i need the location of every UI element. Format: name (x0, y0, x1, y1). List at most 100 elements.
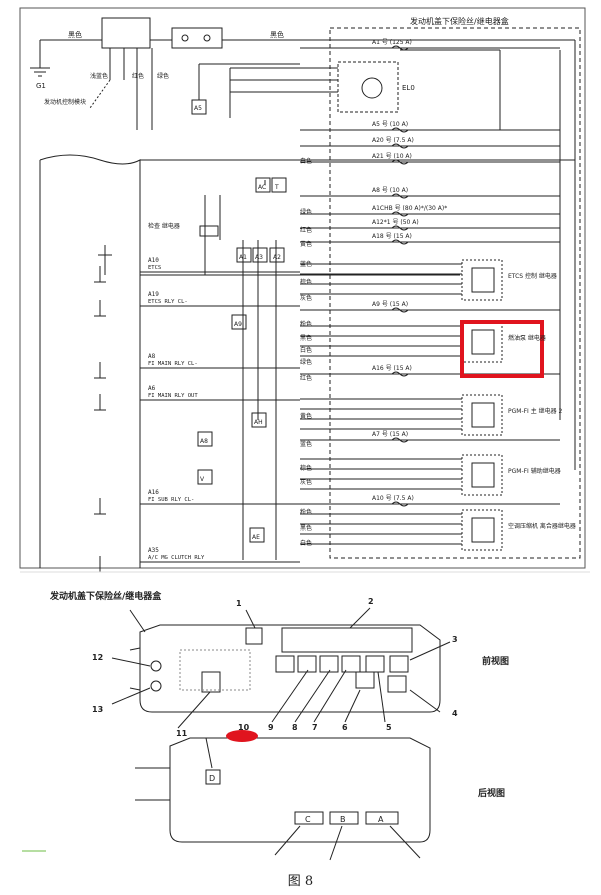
rear-conn-d: D (209, 774, 215, 783)
rear-conn-c: C (305, 815, 311, 824)
callout-number: 6 (342, 723, 348, 732)
wire-color-label: 棕色 (300, 464, 312, 472)
relay-label: PGM-FI 辅助继电器 (508, 467, 561, 475)
connector-label: A3 (255, 254, 263, 261)
callout-number: 3 (452, 635, 458, 644)
fuse-symbol (391, 193, 409, 199)
pin-label: A10 (148, 257, 159, 264)
pin-label: A6 (148, 385, 156, 392)
rear-view-label: 后视图 (478, 787, 505, 799)
relay-box (461, 259, 503, 301)
fuse-label: A7 号 (15 A) (372, 431, 408, 438)
fuse-slot (297, 655, 317, 673)
relay-coil (471, 517, 495, 543)
fuse-label: A10 号 (7.5 A) (372, 495, 414, 502)
battery-label: G1 (36, 82, 46, 90)
relay-label: 燃油泵 继电器 (508, 334, 546, 342)
relay-label: 空调压缩机 离合器继电器 (508, 522, 576, 530)
wire-color-label: 灰色 (300, 478, 312, 486)
pin-sub: FI MAIN RLY OUT (148, 393, 198, 399)
relay-coil (471, 329, 495, 355)
fuse-symbol (391, 143, 409, 149)
rear-conn-a: A (378, 815, 384, 824)
fuse-label: A5 号 (10 A) (372, 121, 408, 128)
callout-number: 2 (368, 597, 374, 606)
fuse-label: A21 号 (10 A) (372, 153, 412, 160)
rear-conn-b: B (340, 815, 346, 824)
box-title: 发动机盖下保险丝/继电器盒 (410, 16, 509, 26)
callout-number: 12 (92, 653, 103, 662)
callout-number: 1 (236, 599, 242, 608)
left-module-label: 发动机控制模块 (44, 98, 86, 106)
wire-color-label: 粉色 (300, 508, 312, 516)
callout-number: 9 (268, 723, 274, 732)
wire-label-red: 红色 (132, 72, 144, 80)
fuse-symbol (391, 225, 409, 231)
side-text: 检查 继电器 (148, 222, 180, 230)
fuse-symbol (391, 127, 409, 133)
relay-top-label: EL0 (402, 84, 415, 92)
callout-number: 8 (292, 723, 298, 732)
fuse-label: A8 号 (10 A) (372, 187, 408, 194)
wire-color-label: 粉色 (300, 320, 312, 328)
callout-number: 11 (176, 729, 188, 738)
wire-color-label: 白色 (300, 346, 312, 354)
relay-box (461, 321, 503, 363)
relay-label: ETCS 控制 继电器 (508, 272, 557, 280)
fuse-slot (319, 655, 339, 673)
connector-label: V (200, 476, 205, 483)
wire-color-label: 棕色 (300, 278, 312, 286)
pin-sub: FI MAIN RLY CL- (148, 361, 198, 367)
fuse-slot (387, 675, 407, 693)
fuse-slot (341, 655, 361, 673)
schematic-text: 发动机盖下保险丝/继电器盒 黑色 黑色 G1 浅蓝色 红色 绿色 发动机控制模块… (36, 16, 576, 561)
wire-color-label: 灰色 (300, 294, 312, 302)
wire-color-label: 红色 (300, 226, 312, 234)
top-label-left: 黑色 (68, 30, 82, 39)
connector-label: AE (252, 534, 260, 541)
pin-sub: FI SUB RLY CL- (148, 497, 194, 503)
callout-number: 7 (312, 723, 318, 732)
wire-color-label: 红色 (300, 374, 312, 382)
wire-color-label: 绿色 (300, 358, 312, 366)
fuse-symbol (391, 45, 409, 51)
relay-coil (471, 462, 495, 488)
connector-label: AC (258, 184, 266, 191)
connector-label: A5 (194, 105, 202, 112)
schematic (19, 7, 586, 573)
fuse-symbol (391, 307, 409, 313)
marker-ellipse (226, 730, 258, 742)
fuse-label: A18 号 (15 A) (372, 233, 412, 240)
connector-label: AH (254, 419, 263, 426)
fuse-symbol (391, 211, 409, 217)
fuse-symbol (391, 501, 409, 507)
fuse-symbol (391, 371, 409, 377)
wire-color-label: 黑色 (300, 334, 312, 342)
fuse-symbol (391, 159, 409, 165)
callout-number: 4 (452, 709, 458, 718)
figure-caption: 图 8 (287, 874, 314, 889)
fuse-symbol (391, 239, 409, 245)
pin-sub: ETCS (148, 265, 161, 271)
wire-color-label: 黄色 (300, 240, 312, 248)
front-view-label: 前视图 (482, 655, 509, 667)
fuse-slot (389, 655, 409, 673)
pin-sub: A/C MG CLUTCH RLY (148, 555, 205, 561)
wire-color-label: 白色 (300, 157, 312, 165)
fuse-slot (365, 655, 385, 673)
wire-color-label: 绿色 (300, 208, 312, 216)
wire-color-label: 黄色 (300, 412, 312, 420)
connector-label: T (274, 184, 279, 191)
fuse-box-legend (111, 607, 451, 861)
wire-color-label: 蓝色 (300, 440, 312, 448)
pin-label: A35 (148, 547, 159, 554)
relay-label: PGM-FI 主 继电器 2 (508, 407, 563, 415)
pin-label: A16 (148, 489, 159, 496)
fuse-label: A9 号 (15 A) (372, 301, 408, 308)
connector-label: A8 (200, 438, 208, 445)
callout-number: 5 (386, 723, 392, 732)
fuse-slot (275, 655, 295, 673)
pin-label: A19 (148, 291, 159, 298)
